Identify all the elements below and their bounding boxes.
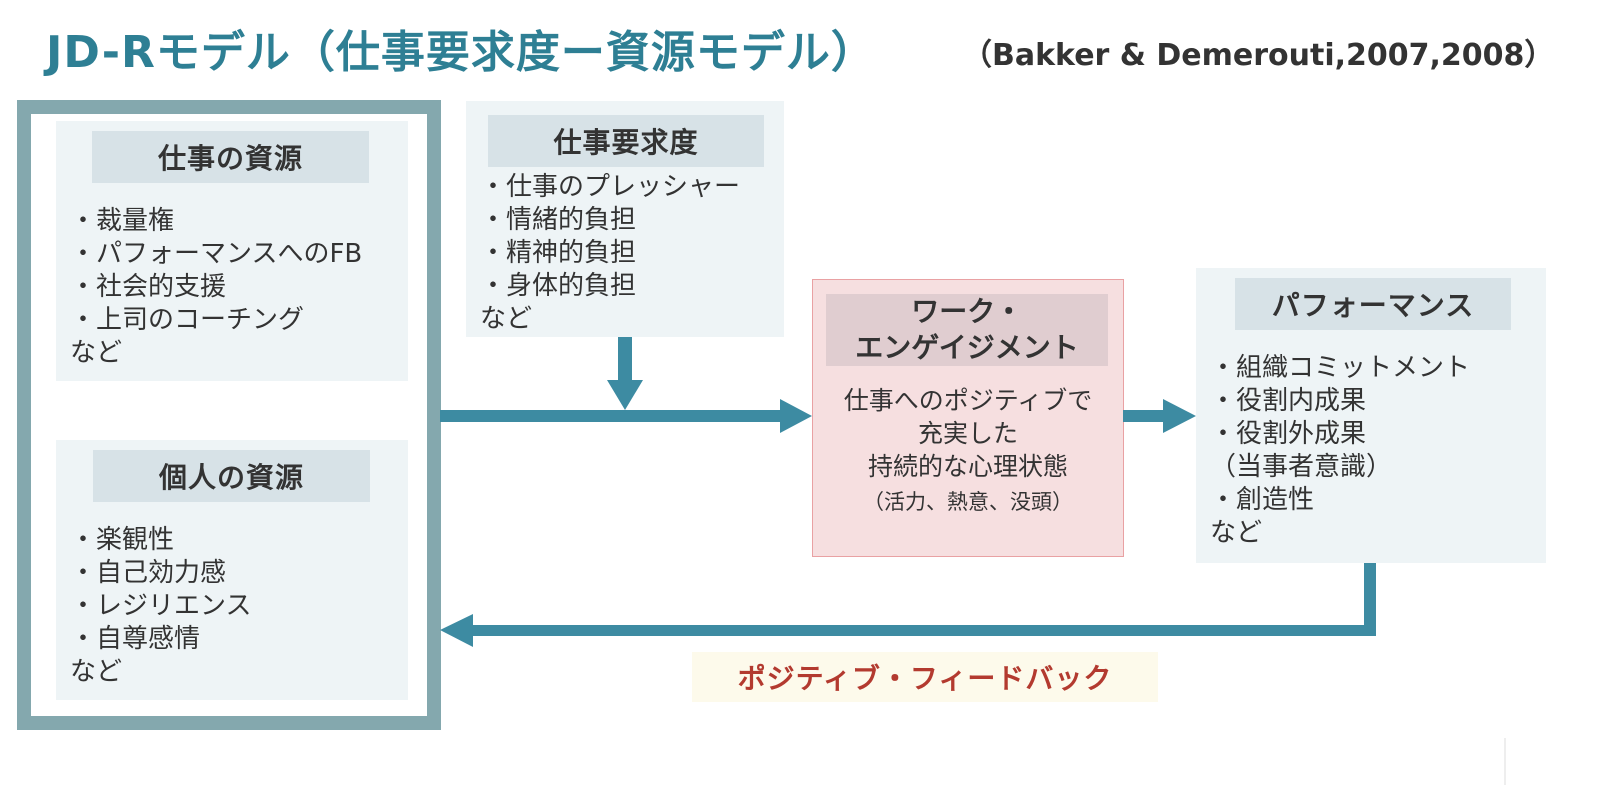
job-demands-header: 仕事要求度 xyxy=(488,115,764,167)
list-item: ・創造性 xyxy=(1210,485,1315,515)
engagement-to-performance-arrow-head xyxy=(1163,399,1196,433)
list-etc: など xyxy=(70,338,123,368)
demands-arrow-head xyxy=(607,380,643,410)
list-item: ・役割内成果 xyxy=(1210,386,1367,416)
list-etc: など xyxy=(70,657,123,687)
work-engagement-description: 仕事へのポジティブで 充実した 持続的な心理状態 xyxy=(813,384,1123,483)
personal-resources-list: ・楽観性 ・自己効力感 ・レジリエンス ・自尊感情 など xyxy=(70,524,251,689)
list-item: ・精神的負担 xyxy=(480,238,637,268)
feedback-arrow-head xyxy=(440,614,473,647)
work-engagement-header-line: エンゲイジメント xyxy=(855,331,1079,364)
resources-to-engagement-arrow-shaft xyxy=(440,410,785,422)
personal-resources-header: 個人の資源 xyxy=(93,450,370,502)
list-etc: など xyxy=(480,304,533,334)
work-engagement-header-line: ワーク・ xyxy=(911,295,1023,328)
list-item: ・自尊感情 xyxy=(70,624,201,654)
list-item: ・楽観性 xyxy=(70,525,175,555)
list-item: ・身体的負担 xyxy=(480,271,637,301)
citation: （Bakker & Demerouti,2007,2008） xyxy=(962,38,1555,73)
job-resources-panel: 仕事の資源 ・裁量権 ・パフォーマンスへのFB ・社会的支援 ・上司のコーチング… xyxy=(56,121,408,381)
list-item: （当事者意識） xyxy=(1210,452,1393,482)
work-engagement-header: ワーク・ エンゲイジメント xyxy=(826,294,1108,366)
list-etc: など xyxy=(1210,518,1263,548)
job-resources-header: 仕事の資源 xyxy=(92,131,369,183)
demands-arrow-shaft xyxy=(618,337,632,382)
resources-to-engagement-arrow-head xyxy=(780,399,812,433)
job-demands-panel: 仕事要求度 ・仕事のプレッシャー ・情緒的負担 ・精神的負担 ・身体的負担 など xyxy=(466,101,784,337)
personal-resources-panel: 個人の資源 ・楽観性 ・自己効力感 ・レジリエンス ・自尊感情 など xyxy=(56,440,408,700)
performance-header: パフォーマンス xyxy=(1235,278,1511,330)
list-item: ・役割外成果 xyxy=(1210,419,1367,449)
performance-panel: パフォーマンス ・組織コミットメント ・役割内成果 ・役割外成果 （当事者意識）… xyxy=(1196,268,1546,563)
diagram-title: JD-Rモデル（仕事要求度ー資源モデル） xyxy=(46,27,876,78)
list-item: ・上司のコーチング xyxy=(70,305,305,335)
list-item: ・レジリエンス xyxy=(70,591,252,621)
engagement-to-performance-arrow-shaft xyxy=(1123,410,1168,422)
positive-feedback-label: ポジティブ・フィードバック xyxy=(692,652,1158,702)
work-engagement-box: ワーク・ エンゲイジメント 仕事へのポジティブで 充実した 持続的な心理状態 （… xyxy=(812,279,1124,557)
job-resources-list: ・裁量権 ・パフォーマンスへのFB ・社会的支援 ・上司のコーチング など xyxy=(70,205,362,370)
feedback-arrow-horizontal xyxy=(470,625,1376,636)
feedback-arrow-vertical xyxy=(1364,563,1376,636)
list-item: ・裁量権 xyxy=(70,206,175,236)
list-item: ・組織コミットメント xyxy=(1210,353,1471,383)
list-item: ・情緒的負担 xyxy=(480,205,637,235)
description-line: 仕事へのポジティブで xyxy=(843,386,1093,415)
list-item: ・パフォーマンスへのFB xyxy=(70,239,363,269)
work-engagement-note: （活力、熱意、没頭） xyxy=(863,490,1073,514)
list-item: ・仕事のプレッシャー xyxy=(480,172,741,202)
performance-list: ・組織コミットメント ・役割内成果 ・役割外成果 （当事者意識） ・創造性 など xyxy=(1210,352,1470,550)
list-item: ・社会的支援 xyxy=(70,272,227,302)
description-line: 持続的な心理状態 xyxy=(867,452,1068,481)
job-demands-list: ・仕事のプレッシャー ・情緒的負担 ・精神的負担 ・身体的負担 など xyxy=(480,171,740,336)
description-line: 充実した xyxy=(917,419,1018,448)
list-item: ・自己効力感 xyxy=(70,558,227,588)
